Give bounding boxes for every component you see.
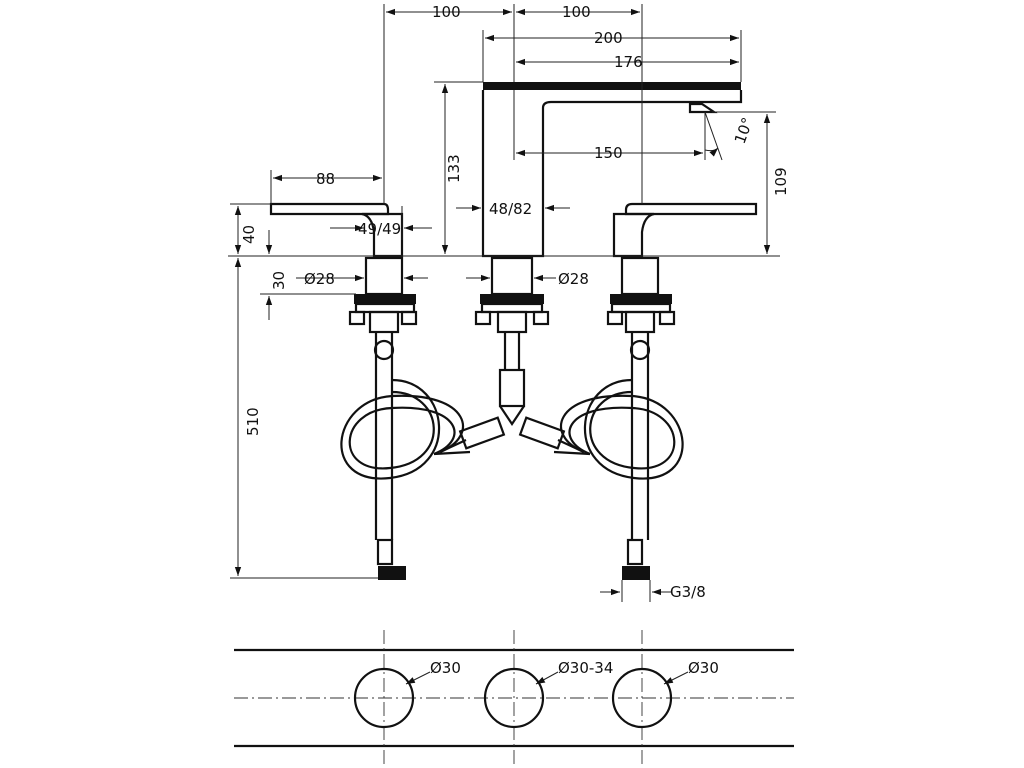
cutout-label-left: Ø30: [430, 659, 461, 677]
cutout-right: [611, 667, 673, 729]
dim-30: 30: [270, 271, 288, 290]
left-valve: [348, 256, 418, 580]
right-lever: [624, 202, 758, 216]
dim-510: 510: [244, 407, 262, 436]
left-lever: [269, 202, 390, 216]
right-valve: [606, 256, 676, 580]
dim-88: 88: [316, 170, 335, 188]
dim-49-49: 49/49: [358, 220, 401, 238]
dim-150: 150: [594, 144, 623, 162]
dim-dia-28-middle: Ø28: [558, 270, 589, 288]
cutout-middle: [483, 667, 545, 729]
spout-top-bar: [483, 82, 741, 90]
dim-100-left: 100: [432, 3, 461, 21]
dim-angle-10: 10°: [731, 115, 757, 146]
left-hose-loop: [340, 378, 506, 480]
right-handle-body: [612, 212, 655, 258]
dim-133: 133: [445, 154, 463, 183]
cutout-label-middle: Ø30-34: [558, 659, 613, 677]
dim-40: 40: [240, 225, 258, 244]
dim-176: 176: [614, 53, 643, 71]
right-hose-loop: [518, 378, 684, 480]
middle-valve: [474, 256, 550, 426]
dim-109: 109: [772, 167, 790, 196]
dim-100-right: 100: [562, 3, 591, 21]
cutout-left: [353, 667, 415, 729]
dim-g3-8: G3/8: [670, 583, 706, 601]
dim-200: 200: [594, 29, 623, 47]
cutout-label-right: Ø30: [688, 659, 719, 677]
dim-48-82: 48/82: [489, 200, 532, 218]
deck-cutout-plan: Ø30 Ø30-34 Ø30: [234, 630, 794, 768]
right-handle: [612, 202, 758, 258]
spout-body: [481, 90, 743, 258]
dim-dia-28-left: Ø28: [304, 270, 335, 288]
spout: [481, 82, 743, 258]
spout-outlet: [688, 102, 718, 114]
